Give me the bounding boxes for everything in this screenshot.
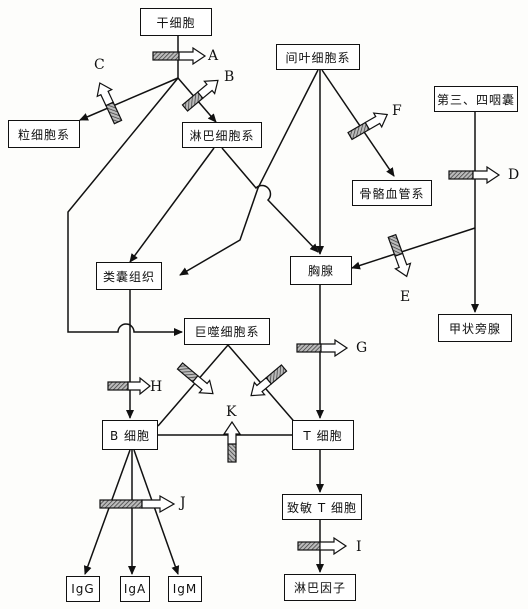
line-mesoderm-to-vascular [321,69,395,177]
node-pharyngeal-pouch: 第三、四咽囊 [434,86,518,112]
arrow-f-icon [347,112,389,141]
node-vascular: 骨骼血管系 [352,180,432,206]
node-b-cell: B 细胞 [102,420,158,450]
label-b: B [224,69,235,85]
arrow-k-left-icon [176,362,214,395]
node-parathyroid: 甲状旁腺 [438,314,512,342]
label-a: A [208,48,219,64]
arrow-h-icon [107,376,151,396]
node-igm: IgM [168,576,202,602]
label-i: I [356,539,362,555]
label-g: G [356,340,368,356]
node-granulocyte: 粒细胞系 [8,120,80,148]
arrow-g-icon [296,338,349,358]
arrow-d-icon [448,165,501,185]
label-h: H [150,379,163,395]
line-lymphoid-to-thymus [221,147,319,253]
node-t-cell: T 细胞 [292,420,354,450]
arrow-k-right-icon [250,364,288,397]
label-j: J [180,495,186,511]
arrow-a-icon [152,46,207,66]
node-thymus: 胸腺 [290,256,352,285]
node-sensitized-t: 致敏 T 细胞 [282,494,362,520]
line-bcell-to-igm [133,449,180,575]
node-bursa: 类囊组织 [96,262,162,290]
arrow-i-icon [297,536,348,556]
node-mesoderm: 间叶细胞系 [276,44,360,70]
line-stem-to-granulocyte [79,77,179,121]
node-stem-cell: 干细胞 [140,8,212,36]
arrow-c-icon [96,82,123,125]
label-e: E [400,289,411,305]
node-igg: IgG [66,576,100,602]
arrow-k-up-icon [222,420,242,463]
line-bcell-to-igg [83,449,131,575]
node-lymphoid: 淋巴细胞系 [182,122,262,148]
node-lymphokine: 淋巴因子 [284,574,356,601]
label-d: D [508,167,520,183]
node-macrophage: 巨噬细胞系 [184,318,270,345]
line-macrophage-triangle [157,343,299,427]
line-stem-to-macrophage-loop [67,77,183,336]
line-pouch-to-thymus [351,227,476,270]
label-k: K [226,404,237,420]
label-c: C [94,57,105,73]
line-mesoderm-to-bursa [179,69,319,276]
arrow-b-icon [181,79,219,112]
line-lymphoid-to-bursa [129,147,215,263]
arrow-e-icon [387,233,412,278]
arrow-j-icon [99,494,176,514]
label-f: F [392,103,402,119]
node-iga: IgA [120,576,150,602]
